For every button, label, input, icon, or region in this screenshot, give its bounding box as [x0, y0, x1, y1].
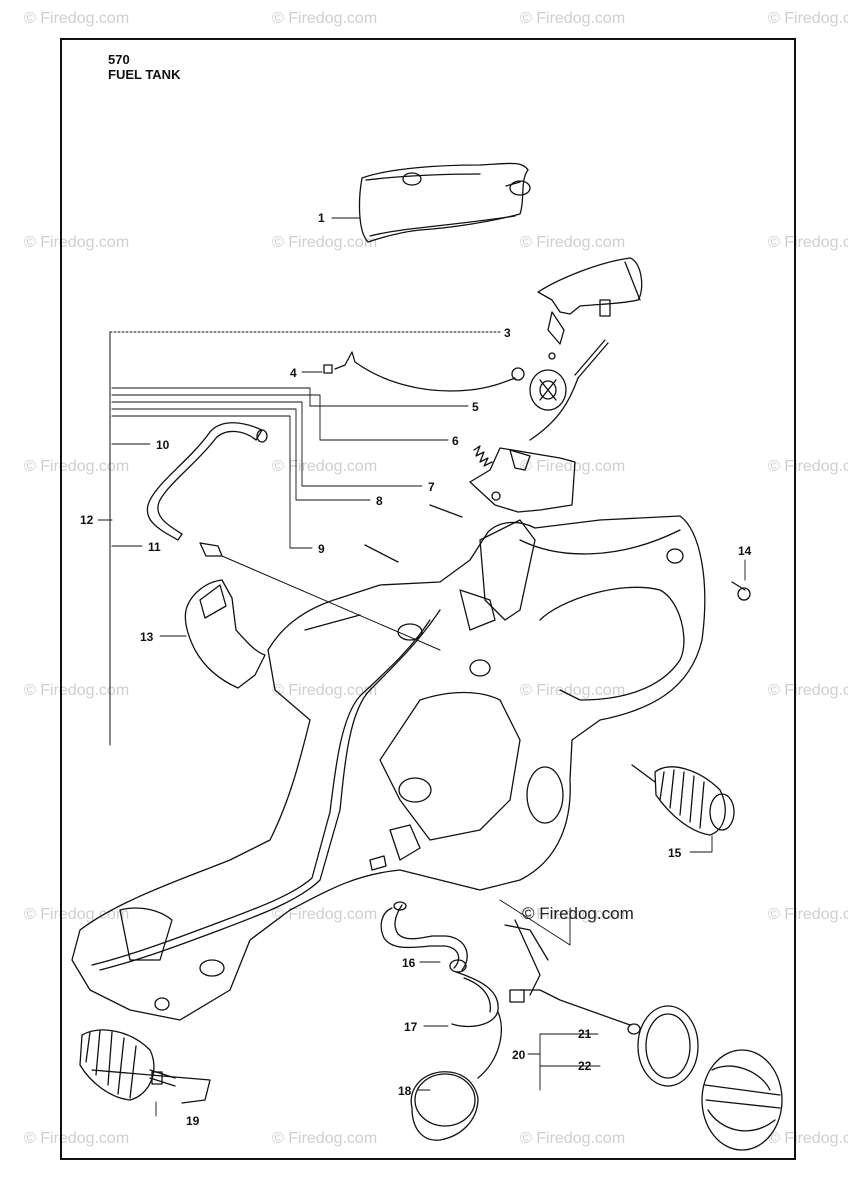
- part-label: 17: [404, 1020, 418, 1034]
- part-label: 10: [156, 438, 170, 452]
- part-15-av-spring: [631, 764, 735, 836]
- part-label: 7: [428, 480, 435, 494]
- part-label: 12: [80, 513, 94, 527]
- part-label: 15: [668, 846, 682, 860]
- watermark-text: © Firedog.com: [24, 10, 130, 27]
- part-label: 3: [504, 326, 511, 340]
- part-4-rod: [323, 351, 525, 392]
- watermark-text: © Firedog.com: [272, 10, 378, 27]
- part-13-cover: [184, 579, 266, 689]
- part-label: 18: [398, 1084, 412, 1098]
- part-22-cap-seal: [637, 1005, 699, 1087]
- fuel-cap: [701, 1049, 783, 1151]
- part-8-pin: [429, 504, 463, 518]
- watermark-text: © Firedog.com: [272, 1130, 378, 1147]
- watermark-text: © Firedog.com: [520, 234, 626, 251]
- part-label: 1: [318, 211, 325, 225]
- part-label: 14: [738, 544, 752, 558]
- part-1-cover: [358, 162, 531, 243]
- watermark-text: © Firedog.com: [24, 1130, 130, 1147]
- watermark-text: © Firedog.com: [768, 10, 848, 27]
- part-label: 16: [402, 956, 416, 970]
- part-17-fuel-line: [451, 971, 502, 1079]
- diagram-frame: [60, 38, 796, 1160]
- watermark-text: © Firedog.com: [520, 906, 626, 923]
- part-11-nipple: [199, 542, 441, 651]
- part-10-hose: [146, 422, 268, 541]
- watermark-text: © Firedog.com: [272, 906, 378, 923]
- part-label: 6: [452, 434, 459, 448]
- watermark-text: © Firedog.com: [768, 906, 848, 923]
- diagram-number: 570: [108, 52, 130, 67]
- diagram-title: FUEL TANK: [108, 67, 181, 82]
- watermark-text: © Firedog.com: [24, 458, 130, 475]
- watermark-text: © Firedog.com: [768, 682, 848, 699]
- part-19-av-spring: [79, 1029, 211, 1104]
- watermark-text: © Firedog.com: [24, 682, 130, 699]
- leader-lines: [97, 217, 746, 1117]
- part-label: 5: [472, 400, 479, 414]
- watermark-text: © Firedog.com: [768, 234, 848, 251]
- part-label: 22: [578, 1059, 592, 1073]
- part-18-fuel-filter: [410, 1071, 479, 1141]
- part-5-spring-reel: [529, 339, 609, 441]
- watermark-text: © Firedog.com: [520, 10, 626, 27]
- watermark-text: © Firedog.com: [272, 458, 378, 475]
- watermark-text: © Firedog.com: [520, 1130, 626, 1147]
- part-3-trigger: [537, 257, 643, 345]
- watermark-text: © Firedog.com: [768, 458, 848, 475]
- watermark-text: © Firedog.com: [520, 458, 626, 475]
- part-9-pin: [364, 544, 399, 563]
- part-label: 21: [578, 1027, 592, 1041]
- watermark-text: © Firedog.com: [24, 906, 130, 923]
- fuel-tank-body: [71, 515, 706, 1021]
- part-6-spring: [473, 445, 493, 467]
- part-16-fuel-hose: [380, 901, 468, 973]
- watermark-main: © Firedog.com: [522, 904, 634, 923]
- watermark-text: © Firedog.com: [272, 234, 378, 251]
- part-21-valve: [504, 919, 641, 1035]
- watermark-text: © Firedog.com: [24, 234, 130, 251]
- part-label: 20: [512, 1048, 526, 1062]
- part-label: 13: [140, 630, 154, 644]
- part-label: 4: [290, 366, 297, 380]
- part-14-screw: [731, 581, 751, 601]
- part-label: 8: [376, 494, 383, 508]
- part-label: 11: [148, 540, 161, 554]
- part-label: 9: [318, 542, 325, 556]
- part-7-bracket: [469, 447, 576, 513]
- watermark-text: © Firedog.com: [520, 682, 626, 699]
- watermark-text: © Firedog.com: [768, 1130, 848, 1147]
- part-label: 19: [186, 1114, 200, 1128]
- watermark-text: © Firedog.com: [272, 682, 378, 699]
